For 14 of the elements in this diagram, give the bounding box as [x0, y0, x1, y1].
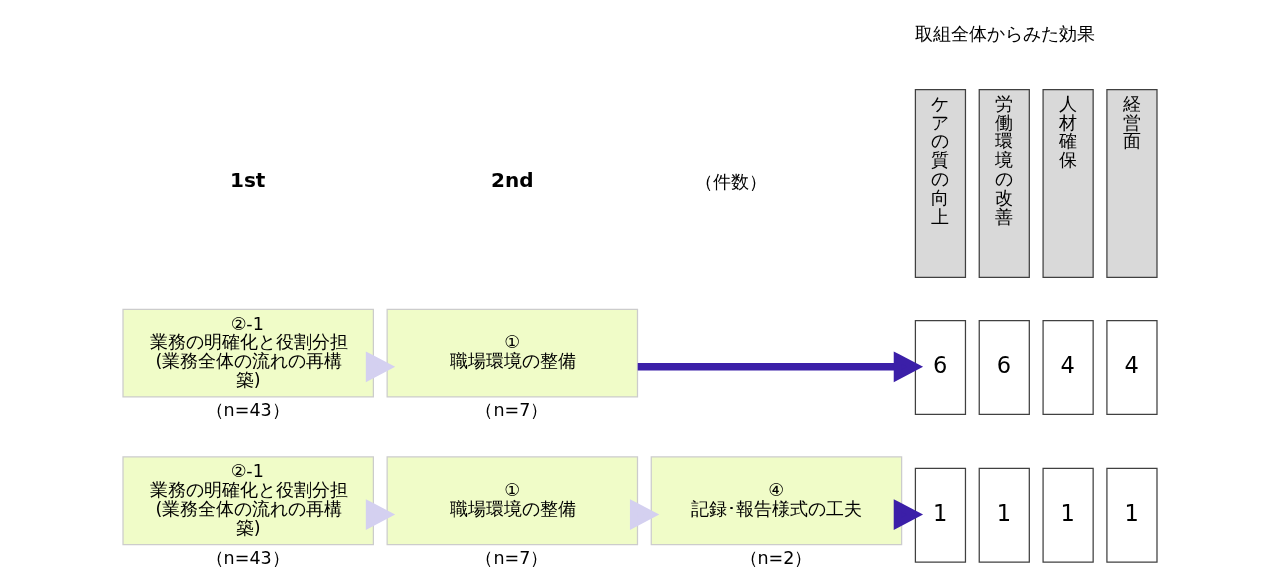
node-label: （n=2） — [739, 547, 813, 568]
label: 1st — [230, 167, 266, 192]
arrow — [365, 351, 396, 383]
label: 取組全体からみた効果 — [914, 24, 1095, 45]
label: 2nd — [491, 167, 534, 192]
arrow — [893, 499, 924, 530]
node-label: （n=7） — [475, 399, 549, 420]
label: （件数） — [695, 172, 768, 193]
arrow — [637, 351, 924, 383]
arrow — [365, 499, 396, 530]
node-label: （n=43） — [205, 547, 290, 568]
node-label: （n=7） — [475, 547, 549, 568]
arrow — [629, 499, 660, 530]
node-label: （n=43） — [205, 399, 290, 420]
